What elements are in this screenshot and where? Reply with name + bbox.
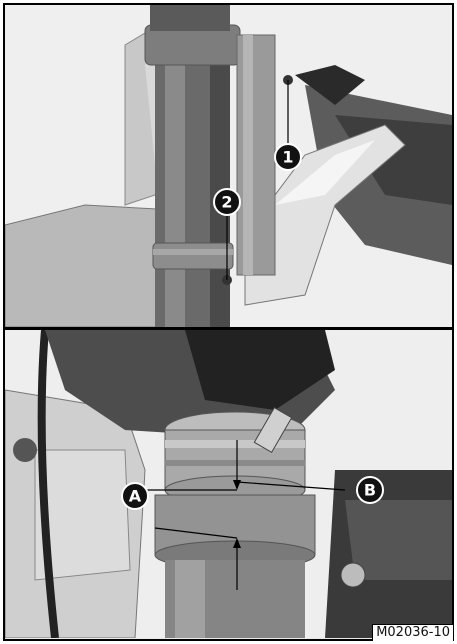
- callout-a-label: A: [129, 487, 142, 506]
- callout-b: B: [356, 476, 384, 504]
- callout-b-label: B: [364, 481, 376, 500]
- top-illustration-panel: 1 2: [3, 3, 454, 329]
- bottom-illustration-panel: A B: [3, 329, 454, 641]
- callout-1: 1: [274, 143, 302, 171]
- bottom-illustration: A B: [5, 330, 452, 638]
- figure-id-label: M02036-10: [372, 624, 453, 641]
- callout-2: 2: [213, 188, 241, 216]
- callout-1-label: 1: [282, 148, 293, 167]
- callout-2-label: 2: [221, 193, 232, 212]
- leader-line-b: [236, 481, 346, 491]
- callout-a: A: [121, 482, 149, 510]
- top-illustration: 1 2: [5, 5, 452, 327]
